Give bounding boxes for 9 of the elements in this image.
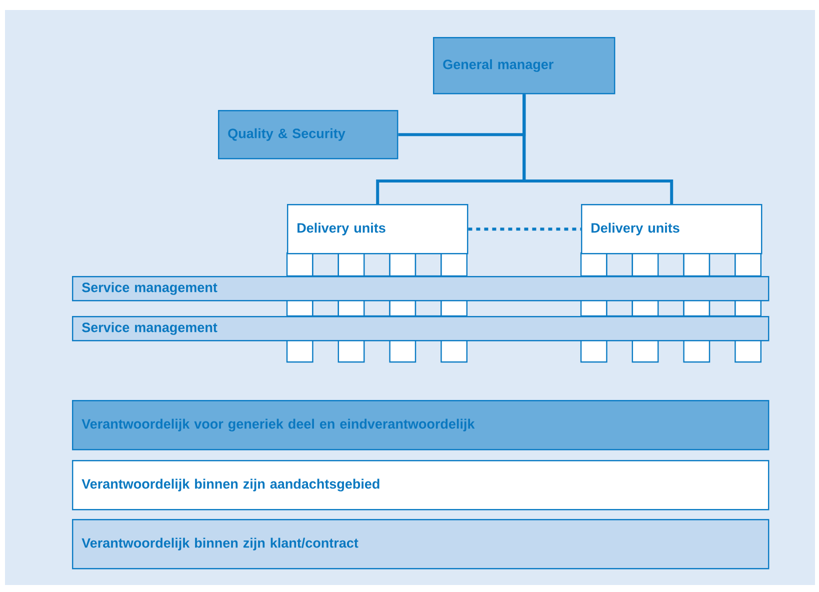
- legend-bar: Verantwoordelijk voor generiek deel en eindverantwoordelijk: [72, 400, 770, 450]
- service-bar: Service management: [72, 316, 770, 342]
- connector-line: [522, 94, 674, 204]
- role-box: General manager: [433, 37, 616, 94]
- legend-bar: Verantwoordelijk binnen zijn aandachtsgebied: [72, 460, 770, 510]
- legend-bar: Verantwoordelijk binnen zijn klant/contract: [72, 519, 770, 570]
- service-bar: Service management: [72, 276, 770, 302]
- role-box: Quality & Security: [218, 110, 398, 160]
- dotted-line: [468, 228, 581, 231]
